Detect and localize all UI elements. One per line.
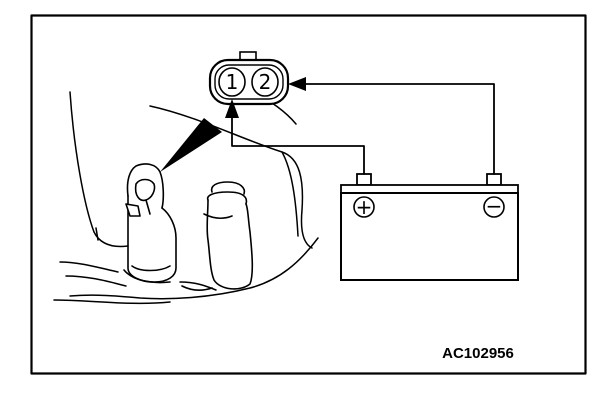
- engine-sketch: [53, 91, 319, 305]
- battery: + −: [340, 173, 519, 281]
- battery-positive-post: [356, 173, 372, 186]
- adjacent-boss: [181, 181, 254, 291]
- battery-negative-symbol: −: [486, 194, 503, 218]
- figure-frame: [30, 14, 587, 375]
- pin-2-label: 2: [259, 70, 272, 94]
- figure-reference-code: AC102956: [442, 345, 514, 362]
- sensor-terminal: [123, 163, 177, 284]
- connector-pin-1: 1: [218, 67, 246, 97]
- arrowhead-pin-2: [288, 77, 306, 91]
- wire-negative-to-pin-2: [305, 83, 495, 175]
- battery-positive-symbol: +: [356, 195, 373, 219]
- wire-positive-to-pin-1: [231, 117, 365, 175]
- arrowhead-pin-1: [225, 99, 239, 118]
- battery-negative-post: [486, 173, 502, 186]
- pin-1-label: 1: [226, 70, 239, 94]
- pointer-wedge: [160, 118, 222, 172]
- connector-pin-2: 2: [251, 67, 279, 97]
